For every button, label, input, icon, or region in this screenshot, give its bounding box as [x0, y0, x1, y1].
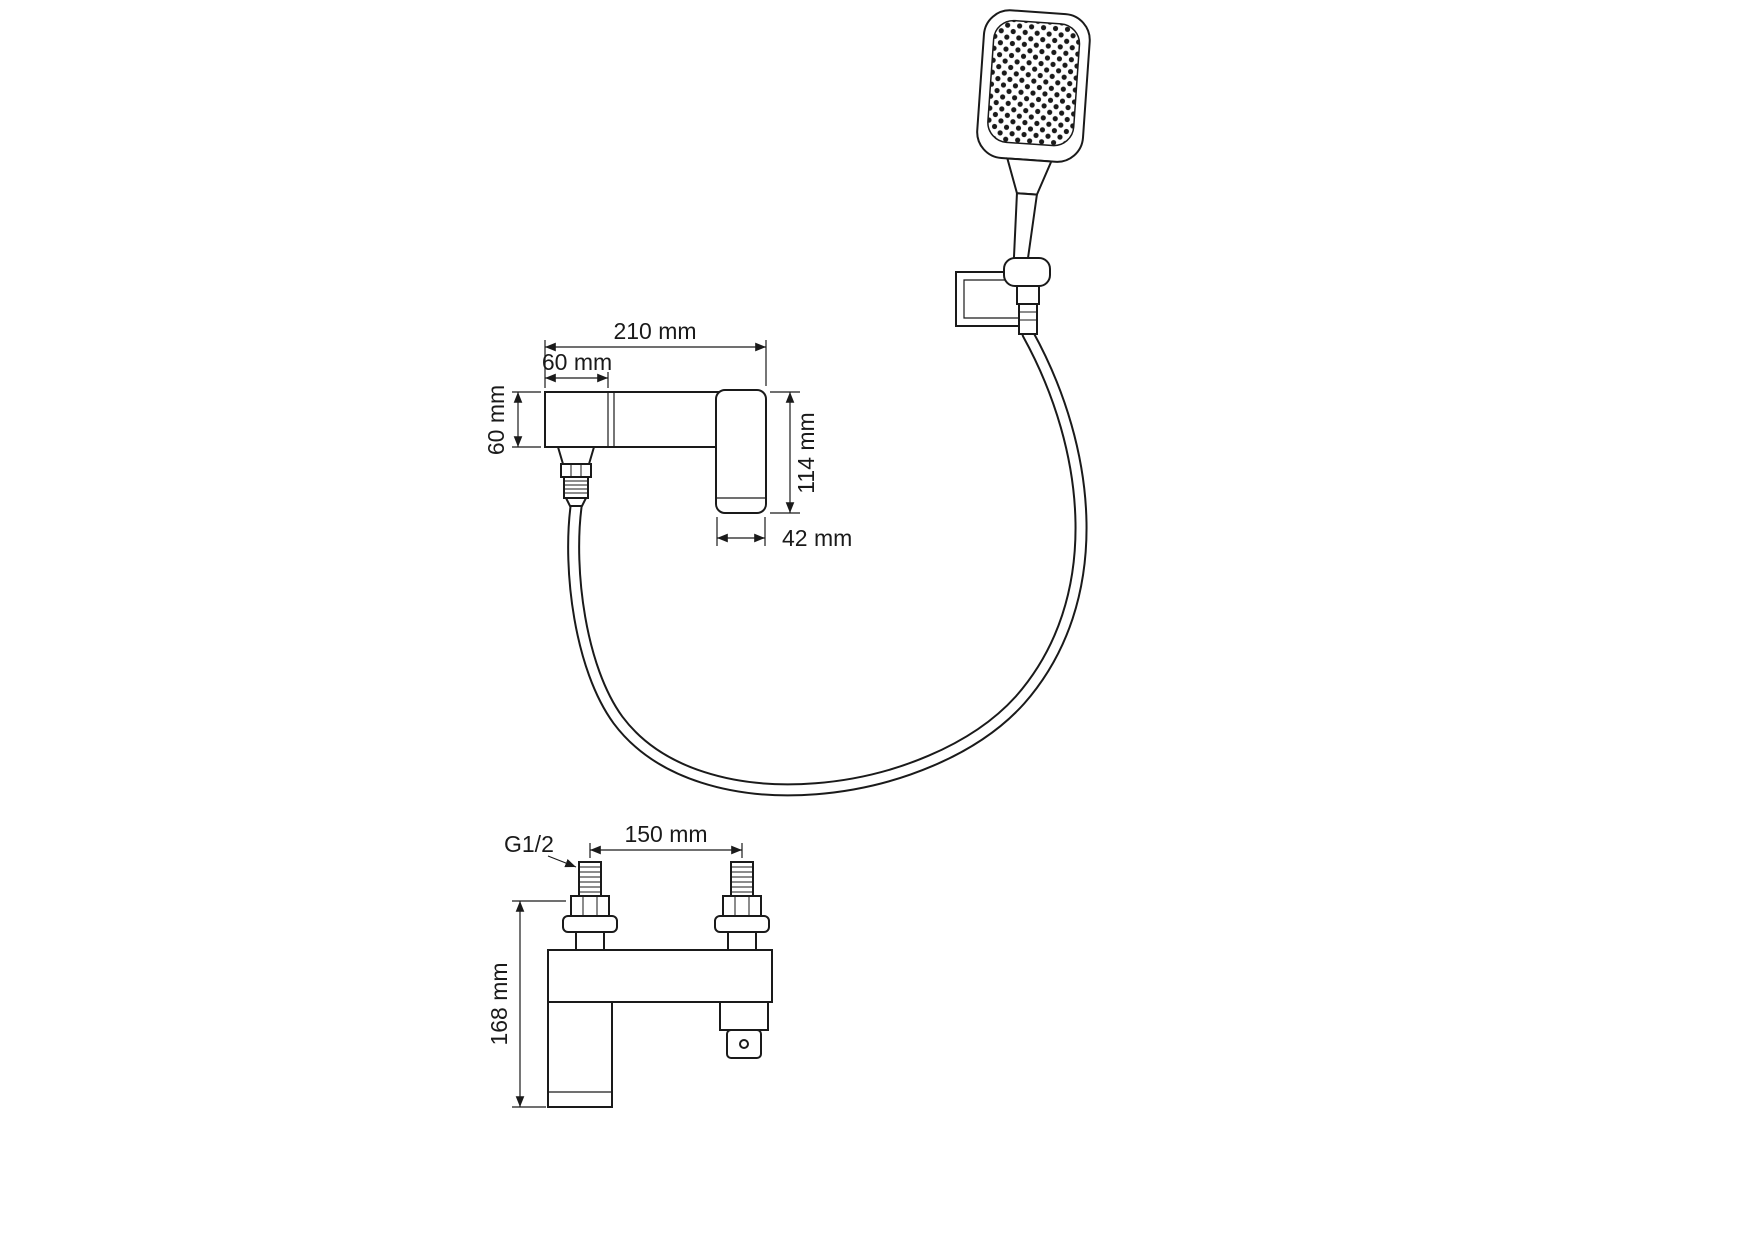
outlet-nut-side — [560, 463, 592, 478]
outlet-coupling-front — [726, 1029, 762, 1059]
spout-column-side — [715, 389, 767, 514]
dim-60mm-vertical-label: 60 mm — [483, 385, 509, 455]
hex-nut — [722, 895, 762, 917]
mixer-body-side — [544, 391, 721, 448]
dim-114mm-label: 114 mm — [793, 412, 819, 493]
dimensions-front-view: 150 mm G1/2 168 mm — [486, 821, 743, 1108]
dim-60mm-horizontal-label: 60 mm — [542, 349, 612, 375]
dimensions-side-view: 210 mm 60 mm 60 mm 114 mm 42 mm — [483, 318, 852, 551]
thread-leader-line — [547, 855, 577, 868]
bracket-ring — [1003, 257, 1051, 287]
dim-42mm-label: 42 mm — [782, 525, 852, 551]
dim-210mm-label: 210 mm — [613, 318, 696, 344]
shower-hose — [567, 327, 1088, 797]
shower-head-spray-face — [987, 19, 1081, 147]
hose-coupling-side — [564, 497, 588, 507]
supply-connection-left — [562, 861, 618, 951]
outlet-neck-side — [556, 446, 596, 465]
escutcheon — [562, 915, 618, 933]
outlet-screw-hole — [739, 1039, 749, 1049]
spout-front — [547, 1001, 613, 1108]
thread-size-label: G1/2 — [504, 831, 554, 857]
dim-150mm-label: 150 mm — [624, 821, 707, 847]
supply-neck — [727, 931, 757, 951]
escutcheon — [714, 915, 770, 933]
hex-nut — [570, 895, 610, 917]
hose-top-connector — [1016, 285, 1040, 305]
mixer-side-view — [544, 389, 767, 514]
hose-top-nut — [1018, 303, 1038, 335]
hose-core — [569, 329, 1086, 795]
outlet-thread-side — [563, 476, 589, 499]
mixer-body-front — [547, 949, 773, 1003]
outlet-block-front — [719, 1001, 769, 1031]
hand-shower — [976, 9, 1091, 282]
shower-wall-bracket — [955, 257, 1051, 335]
shower-head-neck — [1006, 157, 1053, 196]
dim-168mm-label: 168 mm — [486, 962, 512, 1045]
mixer-front-view — [547, 861, 773, 1108]
supply-connection-right — [714, 861, 770, 951]
supply-neck — [575, 931, 605, 951]
